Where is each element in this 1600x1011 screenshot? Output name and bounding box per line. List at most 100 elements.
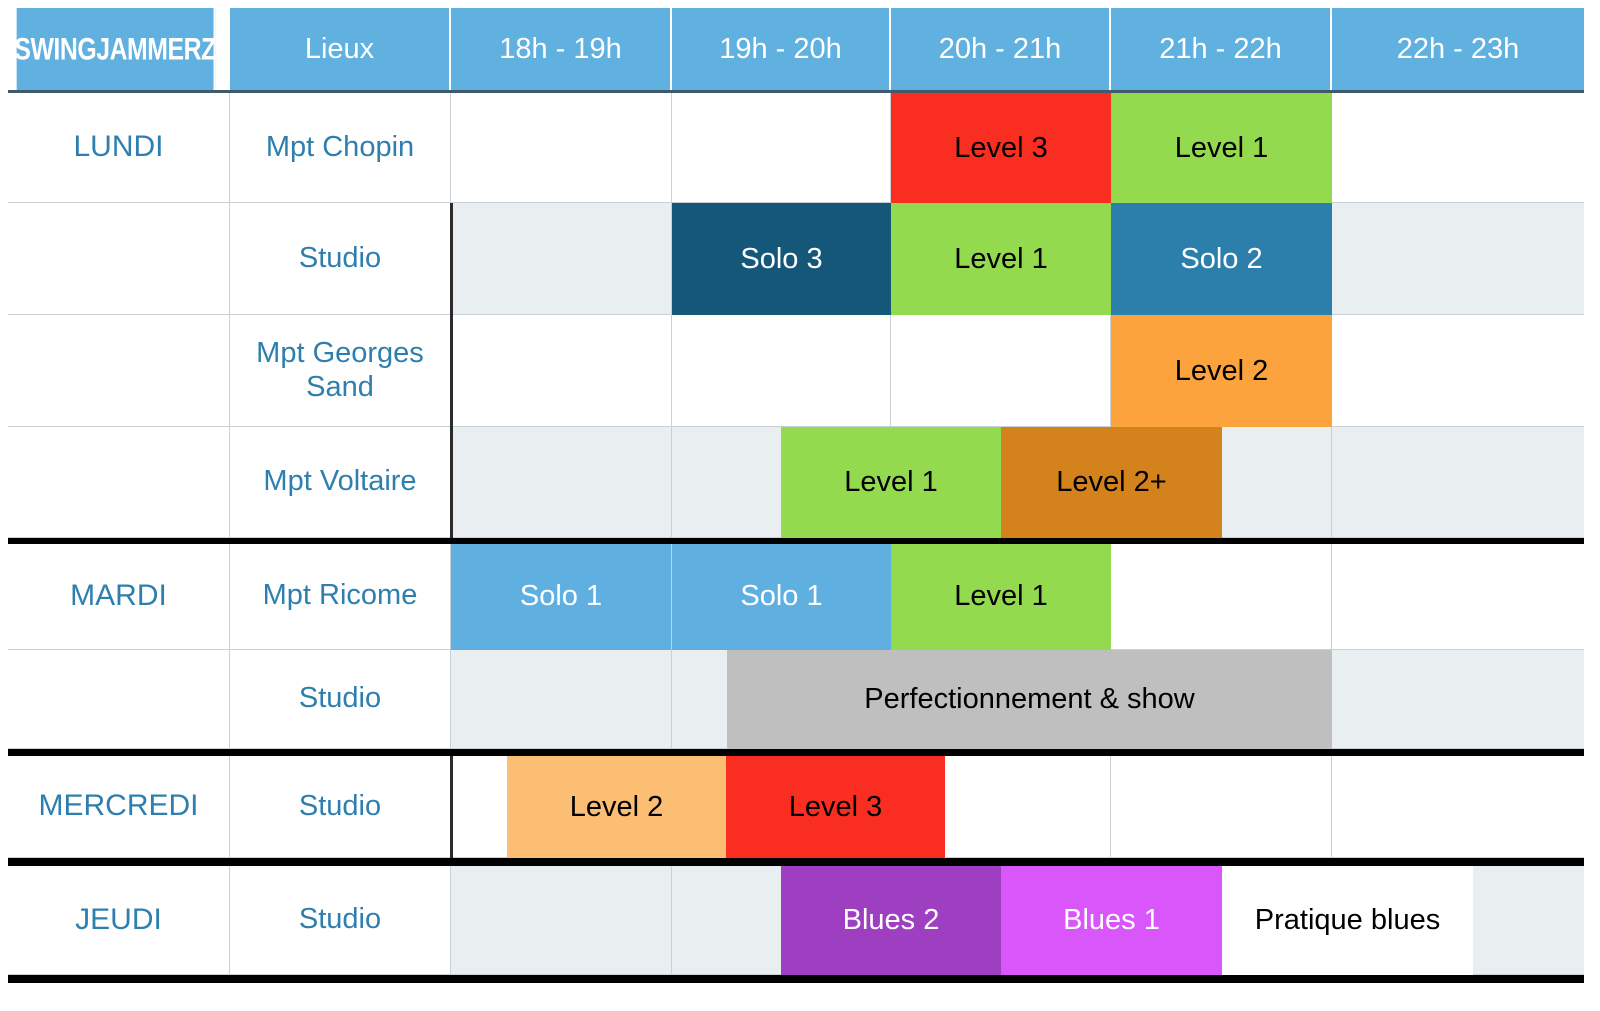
event-label: Blues 1 — [1063, 904, 1160, 936]
venue-label-text: Studio — [298, 682, 382, 715]
header-col-21h-22h: 21h - 22h — [1111, 8, 1332, 90]
venue-label-mpt-georges-sand: Mpt Georges Sand — [230, 315, 451, 427]
event-label: Solo 1 — [519, 580, 603, 612]
venue-label-mpt-voltaire: Mpt Voltaire — [230, 427, 451, 538]
day-label-jeudi: JEUDI — [8, 866, 230, 975]
venue-label-studio-mercredi: Studio — [230, 756, 451, 858]
event-block-level-3[interactable]: Level 3 — [726, 756, 945, 858]
event-block-blues-2[interactable]: Blues 2 — [781, 866, 1001, 975]
event-label: Level 2 — [1174, 354, 1269, 387]
grid-cell — [1332, 315, 1584, 427]
grid-cell — [1332, 203, 1584, 315]
event-block-solo-1-a[interactable]: Solo 1 — [451, 543, 671, 650]
header-label: Lieux — [304, 32, 375, 65]
event-block-level-2-plus[interactable]: Level 2+ — [1001, 427, 1222, 538]
header-col-18h-19h: 18h - 19h — [451, 8, 672, 90]
day-label-empty-3 — [8, 427, 230, 538]
grid-cell — [1332, 93, 1584, 203]
header-col-20h-21h: 20h - 21h — [891, 8, 1111, 90]
grid-cell — [1332, 427, 1584, 538]
grid-cell — [672, 93, 891, 203]
header-underline — [8, 90, 1584, 93]
header-col-22h-23h: 22h - 23h — [1332, 8, 1584, 90]
day-label-text: JEUDI — [75, 902, 162, 936]
event-label: Level 2+ — [1056, 466, 1167, 498]
venue-label-mpt-ricome: Mpt Ricome — [230, 543, 451, 650]
grid-cell — [891, 315, 1111, 427]
event-label: Solo 3 — [740, 242, 823, 275]
day-label-mardi: MARDI — [8, 543, 230, 650]
event-block-level-1[interactable]: Level 1 — [781, 427, 1001, 538]
header-label: 20h - 21h — [938, 32, 1062, 65]
event-label: Pratique blues — [1254, 904, 1441, 936]
column-separator-vertical — [450, 203, 453, 538]
venue-label-studio-mardi: Studio — [230, 650, 451, 749]
grid-cell — [1332, 756, 1584, 858]
header-label: 21h - 22h — [1159, 32, 1282, 65]
venue-label-text: Mpt Ricome — [262, 579, 418, 612]
event-label: Level 3 — [788, 790, 883, 823]
venue-label-mpt-chopin: Mpt Chopin — [230, 93, 451, 203]
event-block-level-2[interactable]: Level 2 — [507, 756, 726, 858]
event-label: Solo 1 — [740, 580, 823, 612]
grid-cell — [451, 93, 672, 203]
venue-label-text: Studio — [298, 789, 382, 822]
header-label: 19h - 20h — [719, 32, 842, 65]
event-block-level-1[interactable]: Level 1 — [891, 543, 1111, 650]
day-label-text: MARDI — [70, 578, 167, 612]
event-block-solo-2[interactable]: Solo 2 — [1111, 203, 1332, 315]
venue-label-text: Mpt Chopin — [265, 130, 415, 163]
day-label-text: LUNDI — [73, 130, 164, 164]
venue-label-studio-lundi: Studio — [230, 203, 451, 315]
event-block-pratique-blues[interactable]: Pratique blues — [1222, 866, 1473, 975]
day-separator-lundi-mardi — [8, 538, 1584, 544]
grid-cell — [451, 315, 672, 427]
table-bottom-border — [8, 975, 1584, 983]
grid-cell — [1332, 650, 1584, 749]
grid-cell — [1111, 756, 1332, 858]
event-label: Blues 2 — [842, 904, 940, 936]
brand-text: SWINGJAMMERZ — [14, 30, 216, 67]
day-label-empty-1 — [8, 203, 230, 315]
event-block-perfectionnement-show[interactable]: Perfectionnement & show — [727, 650, 1332, 749]
day-separator-mercredi-jeudi — [8, 858, 1584, 866]
header-col-19h-20h: 19h - 20h — [672, 8, 891, 90]
event-block-level-1[interactable]: Level 1 — [891, 203, 1111, 315]
venue-label-text: Mpt Voltaire — [263, 465, 417, 498]
event-label: Level 1 — [844, 466, 938, 498]
day-label-lundi: LUNDI — [8, 93, 230, 203]
event-block-solo-3[interactable]: Solo 3 — [672, 203, 891, 315]
venue-label-text: Mpt Georges Sand — [256, 337, 424, 403]
day-separator-mardi-mercredi — [8, 749, 1584, 756]
grid-cell — [451, 866, 672, 975]
event-label: Level 1 — [1174, 131, 1269, 164]
grid-cell — [1111, 543, 1332, 650]
day-label-empty-4 — [8, 650, 230, 749]
header-label: 18h - 19h — [499, 32, 622, 65]
header-col-lieux: Lieux — [230, 8, 451, 90]
event-label: Level 1 — [954, 242, 1048, 275]
day-label-empty-2 — [8, 315, 230, 427]
event-block-blues-1[interactable]: Blues 1 — [1001, 866, 1222, 975]
grid-cell — [1332, 543, 1584, 650]
column-separator-vertical — [450, 756, 453, 858]
venue-label-text: Studio — [298, 241, 382, 274]
header-label: 22h - 23h — [1396, 32, 1520, 65]
event-label: Solo 2 — [1180, 242, 1263, 275]
event-label: Level 1 — [954, 580, 1048, 612]
venue-label-text: Studio — [298, 903, 382, 936]
event-block-level-2[interactable]: Level 2 — [1111, 315, 1332, 427]
grid-cell — [672, 315, 891, 427]
grid-cell — [451, 427, 672, 538]
grid-cell — [451, 650, 672, 749]
event-label: Perfectionnement & show — [864, 683, 1195, 715]
event-label: Level 3 — [954, 131, 1048, 164]
grid-cell — [451, 203, 672, 315]
event-label: Level 2 — [569, 790, 664, 823]
day-label-text: MERCREDI — [38, 789, 199, 823]
brand-logo: SWINGJAMMERZ — [14, 8, 216, 90]
event-block-level-1[interactable]: Level 1 — [1111, 93, 1332, 203]
event-block-solo-1-b[interactable]: Solo 1 — [672, 543, 891, 650]
event-block-level-3[interactable]: Level 3 — [891, 93, 1111, 203]
